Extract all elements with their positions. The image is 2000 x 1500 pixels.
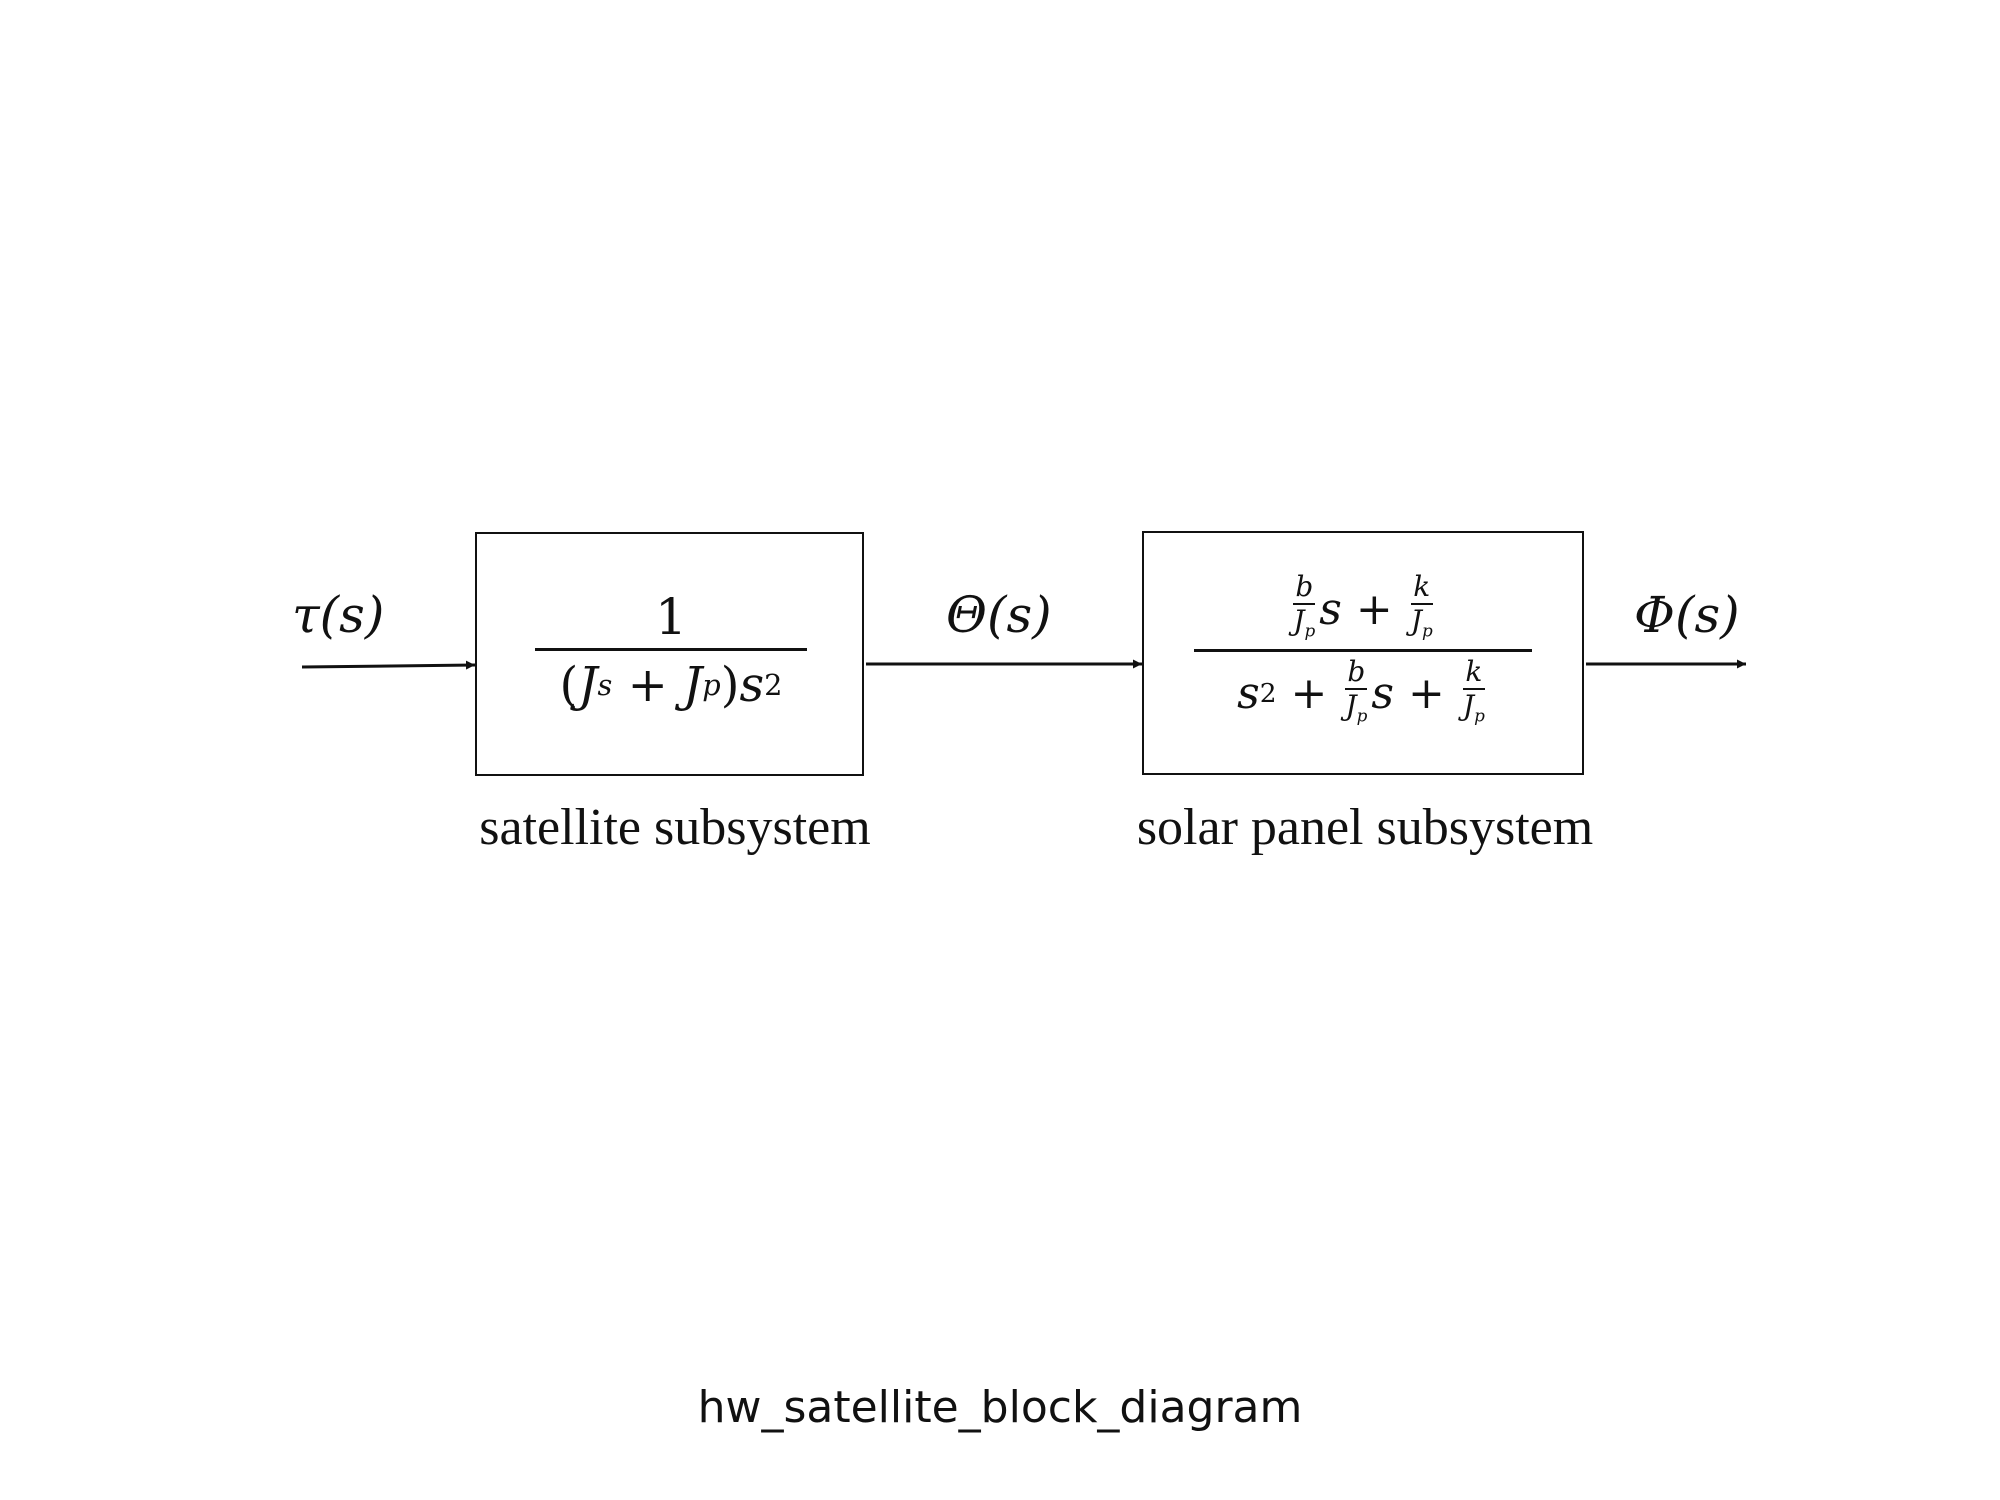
output-signal-label: Φ(s) [1634,586,1740,644]
satellite-numerator: 1 [655,588,687,646]
middle-signal-label: Θ(s) [946,586,1052,644]
solar-panel-fraction-bar [1194,649,1532,652]
satellite-subsystem-caption: satellite subsystem [479,799,871,856]
solar-panel-subsystem-caption: solar panel subsystem [1136,799,1594,856]
diagram-filename-label: hw_satellite_block_diagram [697,1382,1303,1433]
satellite-fraction-bar [535,648,807,651]
input-signal-label: τ(s) [292,586,385,644]
input-arrow [301,660,476,670]
